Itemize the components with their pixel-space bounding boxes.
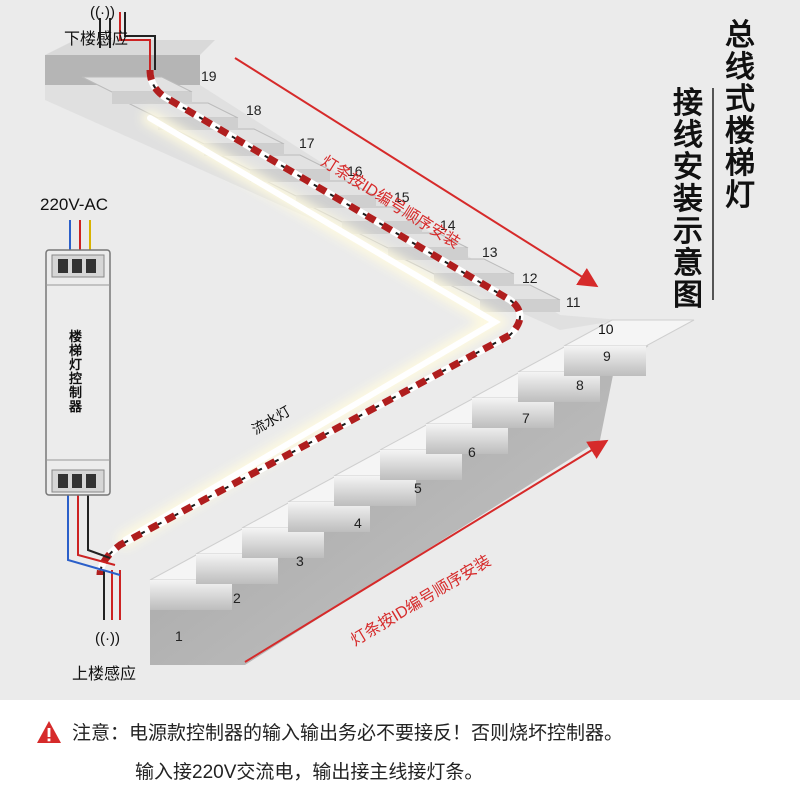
lower-sensor-icon: ((·))	[95, 630, 120, 647]
lower-sensor-wire	[111, 570, 121, 620]
step-number: 7	[522, 410, 530, 426]
upper-sensor-label: 下楼感应	[64, 31, 129, 48]
bus-cable-dashed	[96, 69, 524, 576]
lower-step-riser	[334, 476, 416, 506]
install-order-arrow-top	[234, 57, 599, 288]
lower-step-riser	[380, 450, 462, 480]
step-number: 8	[576, 377, 584, 393]
notice-line-1: 注意： 电源款控制器的输入输出务必不要接反！否则烧坏控制器。	[36, 718, 623, 745]
notice-text-2: 输入接220V交流电，输出接主线接灯条。	[135, 762, 484, 783]
notice-prefix: 注意：	[72, 723, 130, 744]
upper-stair-flight	[45, 40, 620, 330]
step-number: 13	[482, 244, 498, 260]
step-number: 10	[598, 321, 614, 337]
step-number: 12	[522, 270, 538, 286]
upper-step-riser	[296, 196, 376, 208]
lower-step-riser	[472, 398, 554, 428]
step-number: 18	[246, 102, 262, 118]
step-number: 3	[296, 553, 304, 569]
step-number: 2	[233, 590, 241, 606]
upper-sensor-wire	[99, 18, 111, 48]
controller-output-wires	[67, 490, 121, 576]
lower-step-riser	[242, 528, 324, 558]
notice-text-1: 电源款控制器的输入输出务必不要接反！否则烧坏控制器。	[129, 723, 624, 744]
warning-icon	[37, 720, 61, 743]
step-number: 1	[175, 628, 183, 644]
power-input-label: 220V-AC	[40, 195, 109, 214]
upper-sensor-icon: ((·))	[90, 4, 115, 21]
lower-step-riser	[426, 424, 508, 454]
main-title: 总线式楼梯灯	[725, 19, 755, 212]
step-number: 11	[566, 294, 581, 310]
step-number: 19	[201, 68, 217, 84]
step-number: 15	[394, 189, 410, 205]
lower-step-riser	[288, 502, 370, 532]
lower-stair-flight	[149, 319, 695, 665]
step-number: 16	[347, 163, 363, 179]
install-order-arrow-bottom	[244, 439, 609, 663]
title-divider	[712, 88, 714, 300]
step-number: 6	[468, 444, 476, 460]
stair-diagram	[45, 12, 695, 665]
step-number: 9	[603, 348, 611, 364]
step-number: 4	[354, 515, 362, 531]
lower-step-riser	[150, 580, 232, 610]
lower-step-riser	[196, 554, 278, 584]
step-number: 14	[440, 217, 456, 233]
controller-name: 楼梯灯控制器	[69, 329, 83, 414]
notice-panel	[0, 700, 800, 800]
step-number: 5	[414, 480, 422, 496]
controller-box	[45, 249, 111, 496]
step-number: 17	[299, 135, 315, 151]
sub-title: 接线安装示意图	[673, 87, 703, 312]
lower-sensor-label: 上楼感应	[72, 666, 137, 683]
lower-step-riser	[518, 372, 600, 402]
lower-step-riser	[564, 346, 646, 376]
